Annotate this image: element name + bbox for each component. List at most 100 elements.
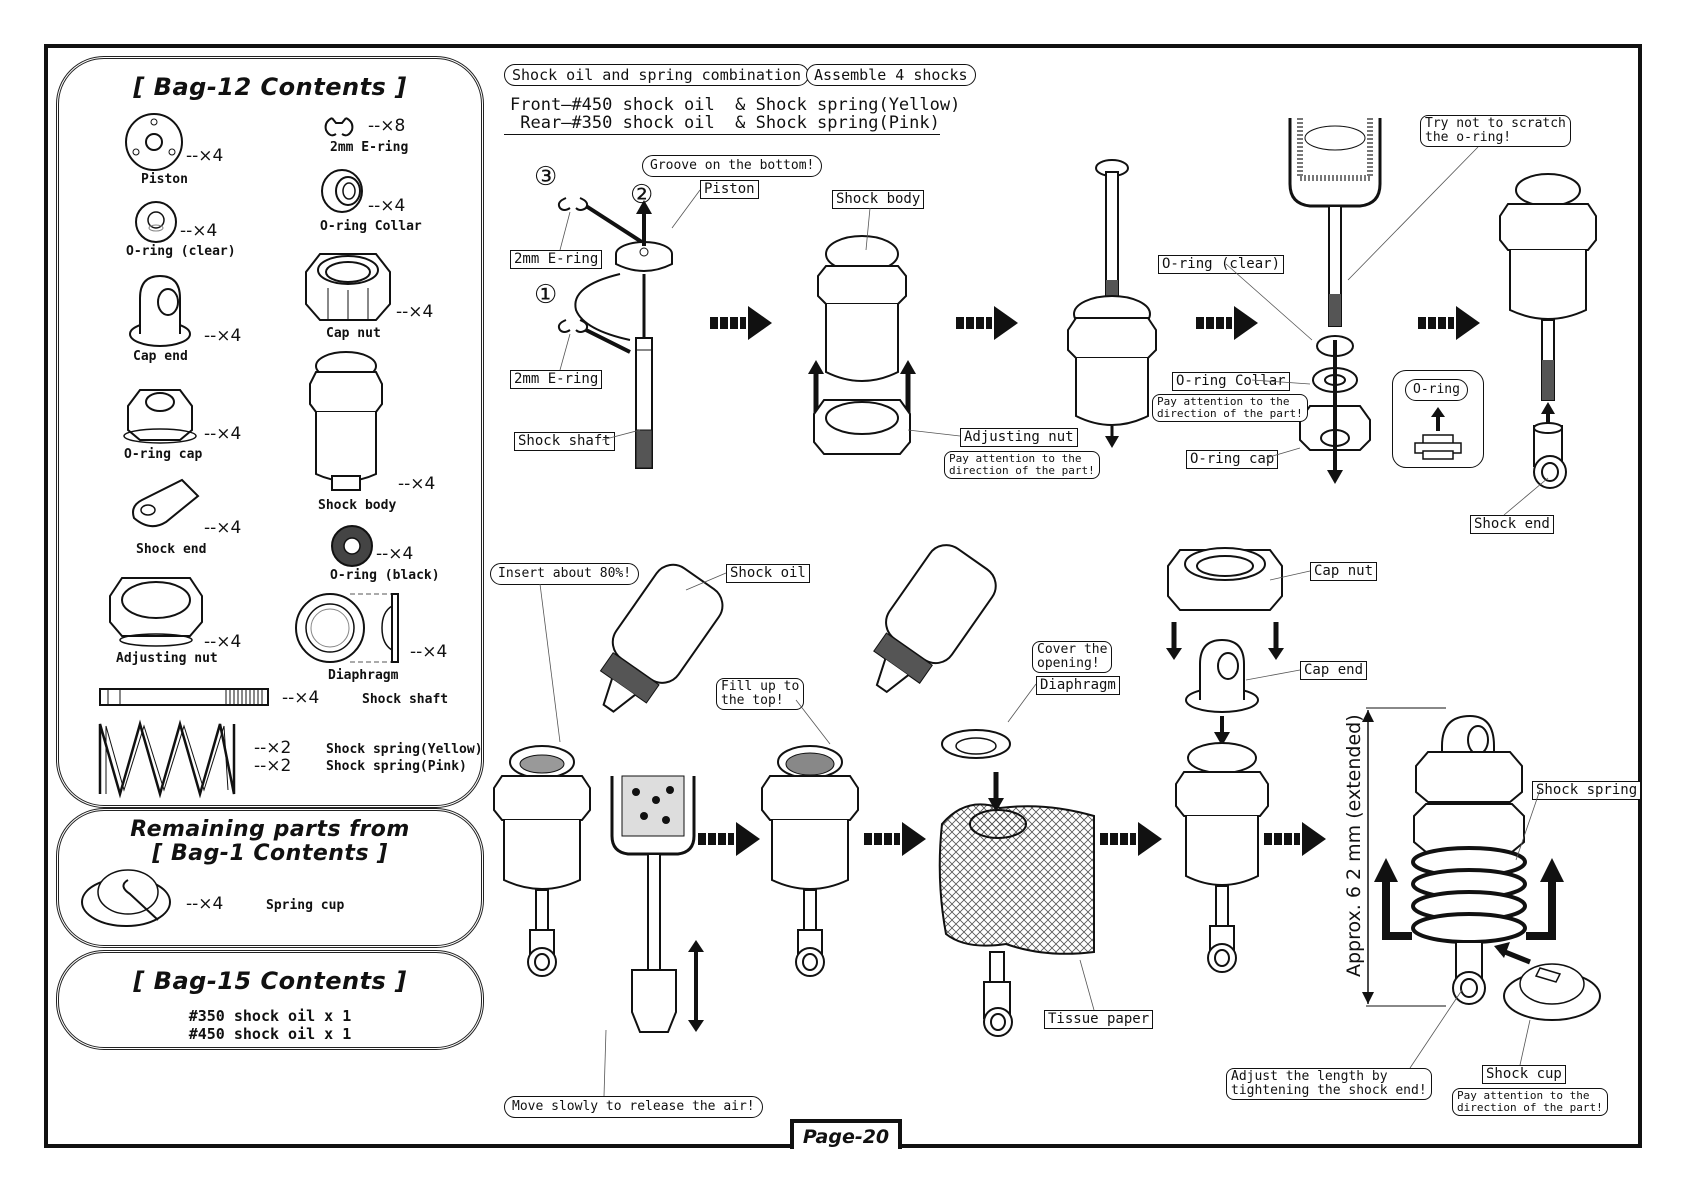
shock-end-label: Shock end [136, 542, 207, 557]
o-ring-clear-label: O-ring (clear) [126, 244, 236, 259]
spring-yellow-label: Shock spring(Yellow) [326, 742, 483, 757]
piston-icon [125, 113, 183, 171]
bag1-title-line1: Remaining parts from [130, 817, 410, 842]
move-slowly-note: Move slowly to release the air! [504, 1096, 763, 1118]
adjust-length-note: Adjust the length by tightening the shoc… [1226, 1068, 1432, 1100]
shock-cup-drawing [1503, 963, 1601, 1021]
piston-callout: Piston [700, 180, 759, 199]
oring-stack-drawing [1288, 118, 1382, 484]
ering-bottom-callout: 2mm E-ring [510, 370, 603, 389]
cap-nut-icon [305, 253, 391, 321]
adjusting-nut-qty: --×4 [204, 632, 242, 652]
shock-body-drawing [808, 235, 916, 455]
adjusting-nut-icon [109, 577, 203, 647]
shock-full-drawing [761, 745, 859, 977]
spring-cup-label: Spring cup [266, 898, 345, 913]
diaphragm-label: Diaphragm [328, 668, 399, 683]
diaphragm-qty: --×4 [410, 642, 448, 662]
shock-with-shaft-drawing [1067, 159, 1157, 448]
o-ring-cap-qty: --×4 [204, 424, 242, 444]
adjusting-nut-note: Pay attention to the direction of the pa… [944, 451, 1100, 479]
shock-body-qty: --×4 [398, 474, 436, 494]
scratch-note: Try not to scratch the o-ring! [1420, 115, 1571, 147]
shock-body-icon [309, 351, 383, 491]
bag12-title: [ Bag-12 Contents ] [133, 73, 407, 101]
o-ring-black-label: O-ring (black) [330, 568, 440, 583]
diaphragm-callout: Diaphragm [1036, 676, 1120, 695]
pill-combination: Shock oil and spring combination [504, 64, 809, 86]
combo-rear: Rear—#350 shock oil & Shock spring(Pink) [510, 113, 940, 133]
oring-inset: O-ring [1392, 370, 1484, 468]
pill-assemble: Assemble 4 shocks [806, 64, 976, 86]
diaphragm-icon [295, 593, 399, 663]
o-ring-black-qty: --×4 [376, 544, 414, 564]
step-arrow-icon [1418, 306, 1480, 340]
shock-shaft-label: Shock shaft [362, 692, 449, 707]
shock-filling-drawing [493, 745, 591, 977]
step1-num1: ① [534, 280, 558, 310]
step-arrow-icon [956, 306, 1018, 340]
shock-end-icon [132, 478, 200, 528]
cap-end-label: Cap end [133, 349, 188, 364]
shock-end-qty: --×4 [204, 518, 242, 538]
combo-underline [504, 134, 940, 135]
piston-qty: --×4 [186, 146, 224, 166]
step-arrow-icon [1100, 822, 1162, 856]
o-ring-clear-icon [135, 201, 177, 243]
o-ring-clear-qty: --×4 [180, 221, 218, 241]
e-ring-icon [324, 117, 354, 137]
step1-num2: ② [630, 180, 654, 210]
final-shock-drawing [1374, 714, 1564, 1005]
cover-note: Cover the opening! [1032, 641, 1113, 673]
shock-end-attach-drawing [1499, 173, 1597, 489]
shock-oil-callout: Shock oil [726, 564, 810, 583]
oring-clear-callout: O-ring (clear) [1158, 255, 1285, 274]
shock-spring-icon [98, 719, 236, 799]
bag1-title-line2: [ Bag-1 Contents ] [152, 841, 388, 866]
bag15-item-450: #450 shock oil x 1 [188, 1025, 352, 1043]
piston-label: Piston [141, 172, 188, 187]
o-ring-collar-icon [321, 169, 363, 213]
oring-cap-callout: O-ring cap [1186, 450, 1279, 469]
cap-end-callout: Cap end [1300, 661, 1368, 680]
page-number: Page-20 [790, 1119, 902, 1149]
cap-nut-callout: Cap nut [1310, 562, 1378, 581]
step-arrow-icon [1264, 822, 1326, 856]
tissue-drawing [938, 729, 1095, 1037]
oil-bottle-drawing [873, 544, 997, 694]
shock-shaft-qty: --×4 [282, 688, 320, 708]
shock-cup-note: Pay attention to the direction of the pa… [1452, 1088, 1608, 1116]
oring-collar-note: Pay attention to the direction of the pa… [1152, 394, 1308, 422]
adjusting-nut-callout: Adjusting nut [960, 428, 1078, 447]
cap-assembly-drawing [1166, 547, 1284, 973]
o-ring-cap-label: O-ring cap [124, 447, 203, 462]
spring-pink-qty: --×2 [254, 756, 292, 776]
oring-inset-label: O-ring [1405, 379, 1468, 401]
bag12-panel: [ Bag-12 Contents ] [56, 56, 484, 808]
shock-shaft-callout: Shock shaft [514, 432, 615, 451]
bag15-title: [ Bag-15 Contents ] [133, 967, 407, 995]
oil-bottle-drawing [599, 563, 724, 713]
insert-note: Insert about 80%! [490, 563, 640, 585]
spring-pink-label: Shock spring(Pink) [326, 759, 467, 774]
groove-note: Groove on the bottom! [642, 155, 823, 177]
piston-assembly-drawing [557, 197, 673, 469]
step-arrow-icon [698, 822, 760, 856]
cap-end-icon [129, 274, 191, 347]
shock-cup-callout: Shock cup [1482, 1065, 1566, 1084]
cutaway-drawing [610, 775, 696, 1033]
bag15-panel: [ Bag-15 Contents ] #350 shock oil x 1 #… [56, 950, 484, 1050]
spring-yellow-qty: --×2 [254, 738, 292, 758]
shock-shaft-icon [99, 688, 269, 706]
o-ring-collar-qty: --×4 [368, 196, 406, 216]
adjusting-nut-label: Adjusting nut [116, 651, 218, 666]
tissue-paper-callout: Tissue paper [1044, 1010, 1154, 1029]
shock-body-callout: Shock body [832, 190, 925, 209]
double-arrow-icon [688, 940, 704, 1032]
spring-cup-icon [81, 869, 171, 927]
dimension-line [1362, 707, 1446, 1007]
e-ring-qty: --×8 [368, 116, 406, 136]
shock-spring-callout: Shock spring [1532, 781, 1642, 800]
fill-note: Fill up to the top! [716, 678, 805, 710]
